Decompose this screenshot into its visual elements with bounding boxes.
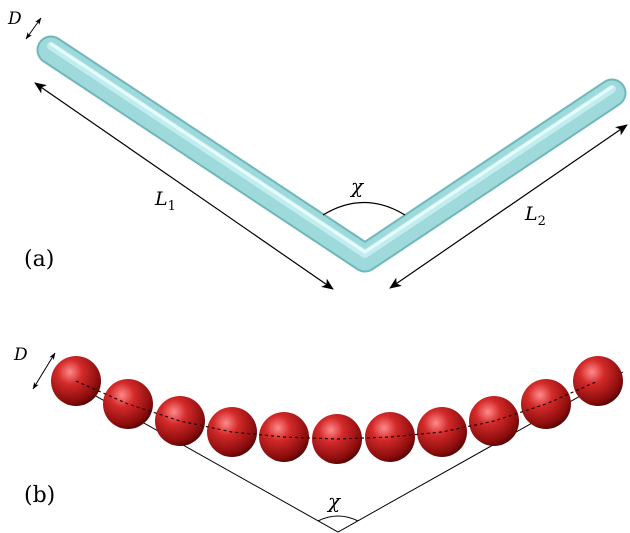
- angle-label-b: χ: [326, 489, 342, 513]
- diameter-arrow-a: [25, 17, 42, 40]
- panel-b-label: (b): [24, 483, 55, 508]
- bead: [417, 407, 467, 457]
- angle-label-a: χ: [349, 174, 365, 198]
- angle-arc-a: [322, 201, 406, 216]
- panel-a: D L1 L2 χ (a): [7, 9, 628, 290]
- bead-center-dashed-line: [75, 380, 599, 440]
- length2-label: L2: [524, 203, 546, 229]
- length1-arrow: [34, 82, 334, 290]
- bead: [312, 414, 362, 464]
- diameter-arrow-b: [32, 352, 56, 390]
- bent-rod: [36, 35, 627, 273]
- diameter-label-a: D: [7, 9, 22, 29]
- bead: [155, 396, 205, 446]
- panel-b: D χ (b): [13, 345, 624, 533]
- bead: [365, 412, 415, 462]
- panel-a-label: (a): [24, 247, 54, 272]
- bead-chain: [51, 356, 623, 464]
- diameter-label-b: D: [13, 345, 28, 365]
- length1-label: L1: [154, 188, 176, 214]
- bead: [573, 356, 623, 406]
- bead: [521, 379, 571, 429]
- angle-lines-b: [52, 371, 624, 533]
- angle-arc-b: [317, 515, 359, 522]
- length2-arrow: [389, 124, 628, 289]
